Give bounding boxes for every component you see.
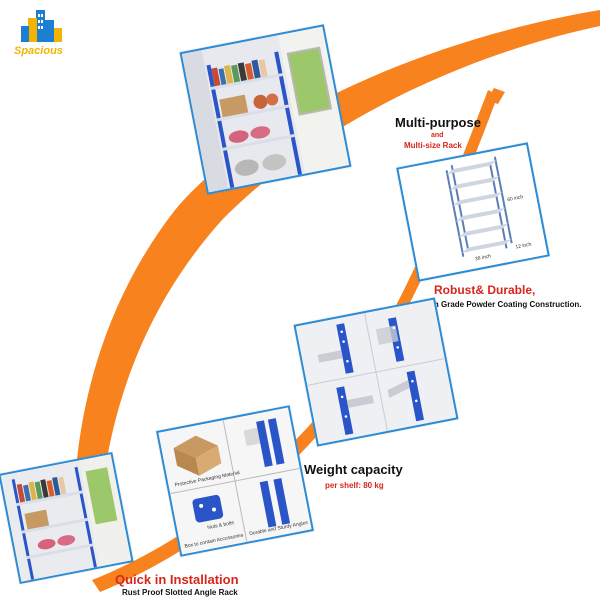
weight-subtitle: per shelf: 80 kg — [325, 481, 384, 490]
rack-diagram-card: 36 inch 12 inch 60 inch — [396, 142, 550, 282]
install-title: Quick in Installation — [115, 572, 239, 587]
building-icon — [21, 10, 62, 42]
multi-purpose-subtitle: Multi-size Rack — [404, 141, 462, 150]
multi-purpose-title: Multi-purpose — [395, 115, 481, 130]
rack-diagram — [445, 156, 513, 257]
package-contents-photo: Protective Packaging Material Box to con… — [156, 405, 314, 557]
logo-text: Spacious — [14, 45, 63, 57]
weight-title: Weight capacity — [304, 462, 403, 477]
rack-scene-small — [0, 454, 132, 582]
angle-closeup-photo — [293, 297, 459, 447]
robust-subtitle: High Grade Powder Coating Construction. — [421, 300, 582, 309]
robust-title: Robust& Durable, — [434, 283, 536, 297]
kitchen-rack-photo — [179, 24, 352, 195]
package-scene — [158, 407, 312, 555]
rack-scene — [181, 26, 350, 193]
install-subtitle: Rust Proof Slotted Angle Rack — [122, 588, 238, 597]
brand-logo: Spacious — [14, 8, 72, 60]
rack-bottom-photo — [0, 451, 134, 585]
angle-scene — [295, 299, 457, 445]
multi-purpose-and: and — [431, 132, 444, 139]
